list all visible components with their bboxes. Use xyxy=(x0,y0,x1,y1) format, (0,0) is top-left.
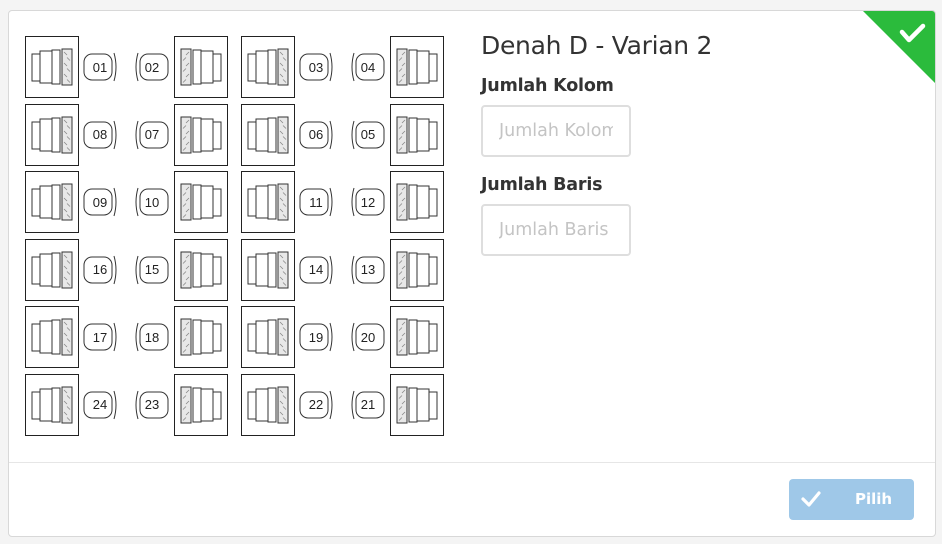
seat-number: 10 xyxy=(133,186,171,218)
seat-number-label: 24 xyxy=(92,397,108,412)
desk xyxy=(25,238,79,301)
seat-number-label: 18 xyxy=(144,329,160,345)
seat-number: 20 xyxy=(349,321,387,353)
select-button[interactable]: Pilih xyxy=(789,479,914,520)
seat-number-label: 19 xyxy=(308,329,324,345)
desk xyxy=(25,36,79,98)
layout-title: Denah D - Varian 2 xyxy=(481,31,713,60)
seat-number: 07 xyxy=(133,119,171,151)
seat-number-label: 02 xyxy=(144,59,160,75)
desk xyxy=(390,103,444,166)
desk xyxy=(174,373,228,436)
seat-number: 11 xyxy=(297,186,335,218)
seat-number: 13 xyxy=(349,254,387,286)
rows-label: Jumlah Baris xyxy=(481,175,603,195)
seat-number: 17 xyxy=(81,321,119,353)
seat-number-label: 11 xyxy=(309,194,323,210)
seat-number-label: 20 xyxy=(360,329,376,345)
seat-number-label: 04 xyxy=(360,59,376,75)
check-icon xyxy=(899,23,926,43)
seat-number: 09 xyxy=(81,186,119,218)
seat-number-label: 17 xyxy=(92,329,108,345)
seat-number: 08 xyxy=(81,119,119,151)
desk xyxy=(174,238,228,301)
layout-option-card[interactable]: 01 02 03 04 08 07 06 05 09 10 11 12 16 15 14 13 17 18 19 20… xyxy=(8,10,936,537)
desk xyxy=(174,306,228,368)
seat-number: 03 xyxy=(297,51,335,83)
seat-number-label: 12 xyxy=(360,194,376,210)
seat-number-label: 08 xyxy=(92,127,108,142)
seat-number: 06 xyxy=(297,119,335,151)
seat-number: 22 xyxy=(297,389,335,421)
seat-number-label: 01 xyxy=(92,59,108,75)
desk xyxy=(241,171,295,233)
desk xyxy=(390,171,444,233)
selected-badge xyxy=(863,11,935,83)
seat-number: 15 xyxy=(133,254,171,286)
desk xyxy=(390,238,444,301)
seat-number-label: 06 xyxy=(308,127,324,142)
seat-number-label: 03 xyxy=(308,59,324,75)
desk xyxy=(25,103,79,166)
desk xyxy=(241,306,295,368)
seat-number-label: 21 xyxy=(360,397,376,412)
seat-number: 14 xyxy=(297,254,335,286)
seat-number: 16 xyxy=(81,254,119,286)
seat-number: 23 xyxy=(133,389,171,421)
seat-number: 12 xyxy=(349,186,387,218)
desk xyxy=(241,238,295,301)
seat-number-label: 16 xyxy=(92,262,108,277)
columns-input[interactable] xyxy=(481,105,631,157)
seat-number: 19 xyxy=(297,321,335,353)
desk xyxy=(241,373,295,436)
select-button-label: Pilih xyxy=(855,490,893,508)
seat-number-label: 13 xyxy=(360,262,376,277)
seat-number: 21 xyxy=(349,389,387,421)
desk xyxy=(174,171,228,233)
desk xyxy=(390,36,444,98)
footer-divider xyxy=(9,462,935,463)
seat-number-label: 23 xyxy=(144,397,160,412)
desk xyxy=(174,36,228,98)
desk xyxy=(25,306,79,368)
seat-map: 01 02 03 04 08 07 06 05 09 10 11 12 16 15 14 13 17 18 19 20… xyxy=(9,11,469,463)
seat-number-label: 10 xyxy=(144,194,160,210)
desk xyxy=(174,103,228,166)
seat-number: 02 xyxy=(133,51,171,83)
columns-label: Jumlah Kolom xyxy=(481,76,614,96)
desk xyxy=(25,373,79,436)
seat-number-label: 09 xyxy=(92,194,108,210)
desk xyxy=(390,373,444,436)
desk xyxy=(241,103,295,166)
desk xyxy=(390,306,444,368)
seat-number: 05 xyxy=(349,119,387,151)
seat-number: 18 xyxy=(133,321,171,353)
layout-form: Denah D - Varian 2 Jumlah Kolom Jumlah B… xyxy=(481,31,781,256)
rows-input[interactable] xyxy=(481,204,631,256)
desk xyxy=(241,36,295,98)
seat-number-label: 07 xyxy=(144,127,160,142)
seat-number: 01 xyxy=(81,51,119,83)
check-icon xyxy=(801,490,821,511)
seat-number-label: 22 xyxy=(308,397,324,412)
seat-number-label: 14 xyxy=(308,262,324,277)
seat-number: 24 xyxy=(81,389,119,421)
seat-number: 04 xyxy=(349,51,387,83)
desk xyxy=(25,171,79,233)
seat-number-label: 05 xyxy=(360,127,376,142)
seat-number-label: 15 xyxy=(144,262,160,277)
